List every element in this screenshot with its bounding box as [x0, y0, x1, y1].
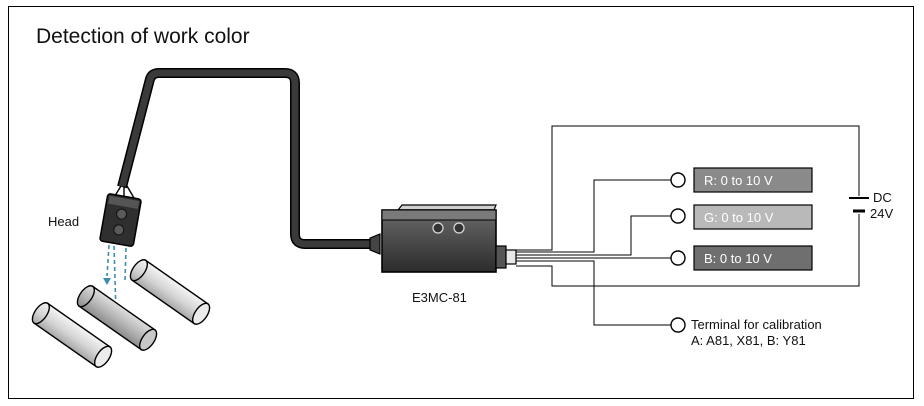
sensor-head	[99, 193, 142, 247]
sensor-cable	[112, 68, 378, 249]
work-piece-left	[31, 302, 113, 368]
diagram-title: Detection of work color	[36, 25, 250, 48]
output-r-box: R: 0 to 10 V	[693, 167, 813, 193]
terminal-g	[670, 208, 686, 224]
amplifier-unit	[369, 204, 517, 273]
dc-source-symbol	[849, 197, 869, 213]
calibration-label: Terminal for calibration	[691, 317, 822, 332]
output-b-box: B: 0 to 10 V	[693, 245, 813, 271]
terminal-b	[670, 250, 686, 266]
terminal-calibration	[670, 317, 686, 333]
calibration-terminals-label: A: A81, X81, B: Y81	[691, 333, 806, 348]
output-r-label: R: 0 to 10 V	[704, 173, 773, 188]
dc-label: DC	[873, 190, 892, 205]
voltage-label: 24V	[870, 206, 894, 221]
output-g-label: G: 0 to 10 V	[704, 210, 774, 225]
head-label: Head	[48, 214, 80, 229]
wiring	[516, 125, 860, 326]
output-terminals	[670, 172, 686, 333]
work-piece-right	[129, 259, 211, 325]
detection-beam	[103, 244, 127, 313]
work-piece-middle	[76, 285, 158, 351]
output-b-label: B: 0 to 10 V	[704, 251, 772, 266]
terminal-r	[670, 172, 686, 188]
model-label: E3MC-81	[412, 290, 467, 305]
output-g-box: G: 0 to 10 V	[693, 204, 813, 230]
